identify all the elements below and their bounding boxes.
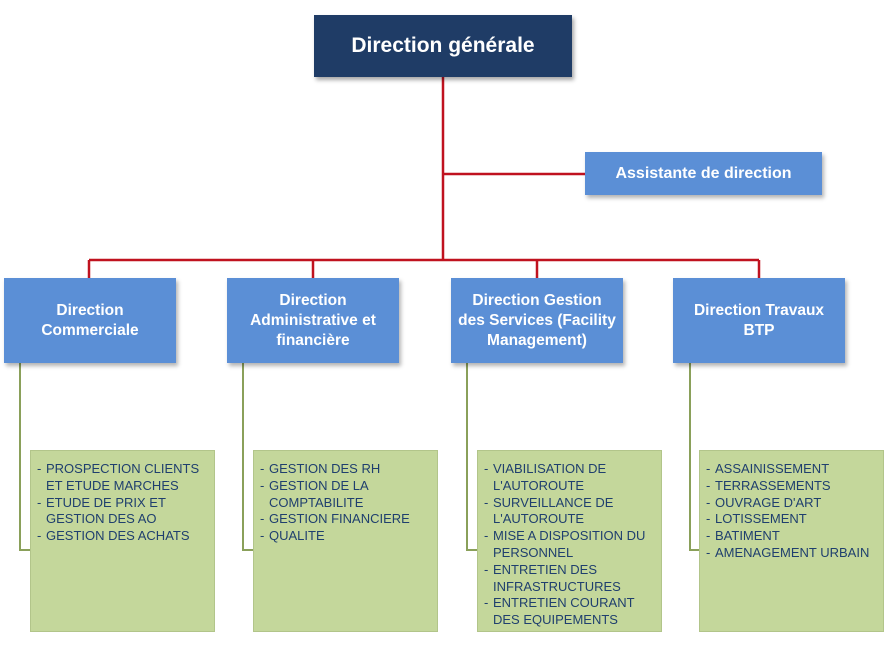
department-task-list-facility-management: VIABILISATION DE L'AUTOROUTE SURVEILLANC… (477, 450, 662, 632)
department-title: Direction Administrative et financière (250, 291, 376, 349)
task-item: ENTRETIEN DES INFRASTRUCTURES (482, 562, 659, 596)
department-title: Direction Travaux BTP (693, 301, 825, 339)
task-item: VIABILISATION DE L'AUTOROUTE (482, 461, 659, 495)
task-item: PROSPECTION CLIENTS ET ETUDE MARCHES (35, 461, 212, 495)
task-item: OUVRAGE D'ART (704, 495, 881, 512)
department-box-travaux-btp: Direction Travaux BTP (673, 278, 845, 363)
task-item: MISE A DISPOSITION DU PERSONNEL (482, 528, 659, 562)
list-bracket-2 (466, 363, 477, 551)
task-item: ASSAINISSEMENT (704, 461, 881, 478)
task-item: LOTISSEMENT (704, 511, 881, 528)
department-task-list-travaux-btp: ASSAINISSEMENT TERRASSEMENTS OUVRAGE D'A… (699, 450, 884, 632)
list-bracket-3 (689, 363, 699, 551)
task-item: ETUDE DE PRIX ET GESTION DES AO (35, 495, 212, 529)
task-item: AMENAGEMENT URBAIN (704, 545, 881, 562)
list-bracket-0 (19, 363, 30, 551)
task-item: GESTION DE LA COMPTABILITE (258, 478, 435, 512)
department-title: Direction Commerciale (41, 301, 139, 339)
assistant-label: Assistante de direction (615, 164, 792, 182)
department-box-admin-finance: Direction Administrative et financière (227, 278, 399, 363)
department-task-list-admin-finance: GESTION DES RH GESTION DE LA COMPTABILIT… (253, 450, 438, 632)
department-title: Direction Gestion des Services (Facility… (458, 291, 616, 349)
task-item: GESTION DES RH (258, 461, 435, 478)
task-item: TERRASSEMENTS (704, 478, 881, 495)
direction-generale-label: Direction générale (351, 34, 535, 57)
task-item: GESTION DES ACHATS (35, 528, 212, 545)
task-item: ENTRETIEN COURANT DES EQUIPEMENTS (482, 595, 659, 629)
task-item: BATIMENT (704, 528, 881, 545)
list-bracket-1 (242, 363, 253, 551)
department-task-list-commercial: PROSPECTION CLIENTS ET ETUDE MARCHES ETU… (30, 450, 215, 632)
task-item: GESTION FINANCIERE (258, 511, 435, 528)
task-item: QUALITE (258, 528, 435, 545)
task-item: SURVEILLANCE DE L'AUTOROUTE (482, 495, 659, 529)
direction-generale-box: Direction générale (314, 15, 572, 77)
department-box-commercial: Direction Commerciale (4, 278, 176, 363)
department-box-facility-management: Direction Gestion des Services (Facility… (451, 278, 623, 363)
assistant-box: Assistante de direction (585, 152, 822, 195)
